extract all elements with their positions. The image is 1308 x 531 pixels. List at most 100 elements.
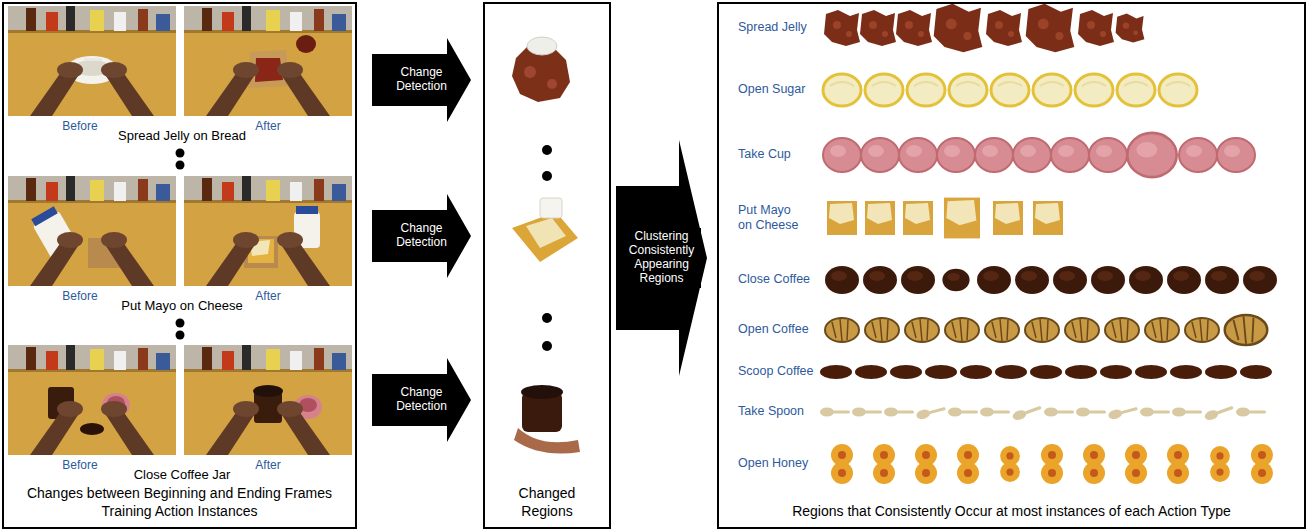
- action-title: Spread Jelly on Bread: [118, 128, 246, 144]
- region-blob: [1240, 365, 1272, 379]
- region-blob: [820, 365, 852, 379]
- region-blob: [1041, 444, 1063, 484]
- region-blob: [1145, 318, 1179, 342]
- action-type-label: Take Cup: [738, 147, 791, 162]
- video-frame: [8, 176, 176, 286]
- region-blob: [1225, 315, 1268, 345]
- region-blob: [1105, 318, 1139, 342]
- arrow-label: Clustering Consistently Appearing Region…: [623, 228, 701, 287]
- region-blob: [865, 318, 899, 342]
- region-blob: [1075, 74, 1113, 106]
- region-blob: [986, 10, 1022, 46]
- region-blob: [942, 269, 969, 291]
- region-blob: [934, 4, 983, 53]
- region-blob: [824, 10, 860, 46]
- changed-region: [512, 37, 570, 102]
- region-blob: [1083, 444, 1105, 484]
- region-blob: [1015, 266, 1049, 294]
- region-blob: [860, 10, 896, 46]
- region-blob: [831, 444, 853, 484]
- block-arrow: [372, 38, 471, 122]
- ellipsis-dot: [542, 171, 552, 181]
- region-blob: [1127, 133, 1176, 177]
- region-blob: [896, 10, 932, 46]
- region-blob: [890, 365, 922, 379]
- action-type-label: Open Sugar: [738, 82, 805, 97]
- region-blob: [903, 201, 933, 235]
- region-blob: [991, 74, 1029, 106]
- region-blob: [980, 408, 1010, 417]
- video-frame: [184, 6, 352, 116]
- region-blob: [925, 365, 957, 379]
- frame-label: After: [255, 458, 280, 472]
- action-title: Put Mayo on Cheese: [121, 298, 242, 314]
- region-blob: [944, 198, 980, 239]
- arrow-label: Change Detection: [390, 220, 454, 252]
- region-blob: [855, 365, 887, 379]
- panel-box: Changes between Beginning and Ending Fra…: [2, 2, 357, 529]
- region-blob: [1044, 408, 1074, 417]
- region-blob: [1251, 444, 1273, 484]
- region-blob: [1000, 446, 1020, 482]
- region-blob: [1107, 404, 1138, 420]
- video-frame: [8, 345, 176, 455]
- frame-label: After: [255, 119, 280, 133]
- region-blob: [1159, 74, 1197, 106]
- region-blob: [985, 318, 1019, 342]
- region-blob: [1033, 74, 1071, 106]
- region-blob: [977, 266, 1011, 294]
- panel-caption: Changes between Beginning and Ending Fra…: [20, 485, 340, 520]
- arrow-label: Change Detection: [390, 64, 454, 96]
- region-blob: [1053, 266, 1087, 294]
- action-type-label: Open Coffee: [738, 322, 809, 337]
- arrow-label: Change Detection: [390, 384, 454, 416]
- block-arrow: [616, 140, 707, 376]
- region-blob: [1167, 444, 1189, 484]
- video-frame: [184, 345, 352, 455]
- region-blob: [1091, 266, 1125, 294]
- region-blob: [1172, 408, 1202, 417]
- region-blob: [937, 138, 975, 172]
- region-blob: [884, 408, 914, 417]
- action-type-label: Take Spoon: [738, 404, 804, 419]
- action-type-label: Scoop Coffee: [738, 364, 814, 379]
- block-arrow: [372, 358, 471, 442]
- region-blob: [1203, 403, 1234, 422]
- region-blob: [1117, 74, 1155, 106]
- frame-label: Before: [62, 289, 97, 303]
- ellipsis-dot: [176, 161, 185, 170]
- region-blob: [993, 201, 1023, 235]
- action-title: Close Coffee Jar: [134, 467, 231, 483]
- region-blob: [905, 318, 939, 342]
- panel-box: Changed Regions: [483, 2, 611, 529]
- region-blob: [899, 138, 937, 172]
- ellipsis-dot: [542, 341, 552, 351]
- region-blob: [1236, 408, 1266, 417]
- region-blob: [873, 444, 895, 484]
- ellipsis-dot: [542, 145, 552, 155]
- region-blob: [1011, 403, 1042, 422]
- region-blob: [1217, 138, 1255, 172]
- caption-stack: Changes between Beginning and Ending Fra…: [4, 485, 355, 520]
- ellipsis-dot: [176, 331, 185, 340]
- region-blob: [1013, 138, 1051, 172]
- caption-stack: Changed Regions: [485, 485, 609, 520]
- region-blob: [1026, 4, 1075, 53]
- action-type-label: Spread Jelly: [738, 20, 807, 35]
- ellipsis-dot: [176, 319, 185, 328]
- region-blob: [1076, 408, 1106, 417]
- region-blob: [1051, 138, 1089, 172]
- action-type-label: Put Mayo on Cheese: [738, 203, 802, 233]
- region-blob: [949, 74, 987, 106]
- region-blob: [1185, 318, 1219, 342]
- region-blob: [975, 138, 1013, 172]
- frame-label: Before: [62, 119, 97, 133]
- region-blob: [1205, 365, 1237, 379]
- region-blob: [852, 408, 882, 417]
- region-blob: [1078, 10, 1114, 46]
- region-blob: [1179, 138, 1217, 172]
- region-blob: [823, 74, 861, 106]
- region-blob: [1025, 318, 1059, 342]
- region-blob: [1033, 201, 1063, 235]
